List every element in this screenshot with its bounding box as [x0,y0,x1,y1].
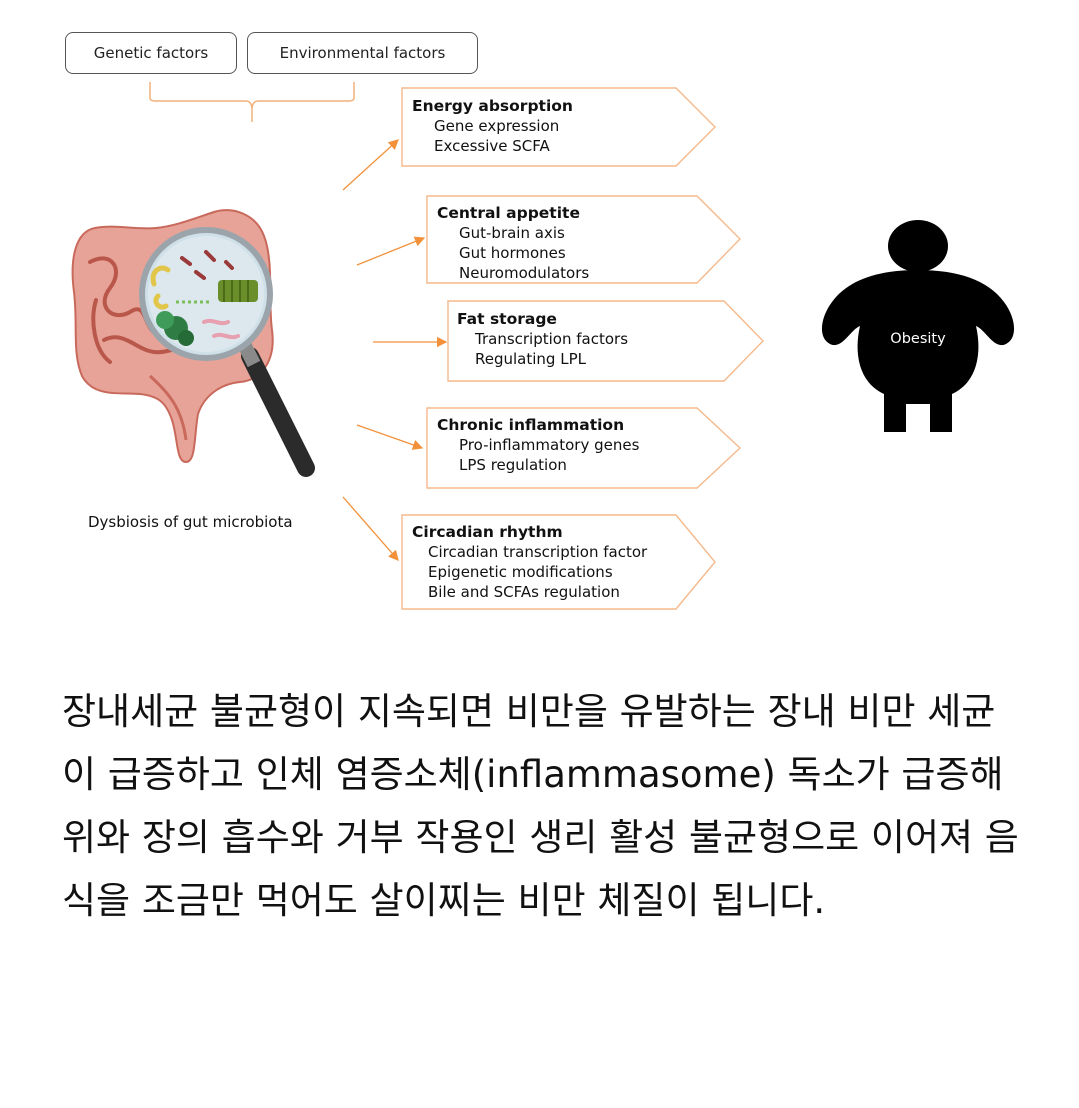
person-silhouette-icon [821,220,1015,432]
obesity-label: Obesity [890,331,946,347]
mechanism-item: Gene expression [434,117,560,135]
mechanism-box-inflammation [426,407,742,489]
mechanism-item: Pro-inflammatory genes [459,436,640,454]
description-paragraph: 장내세균 불균형이 지속되면 비만을 유발하는 장내 비만 세균이 급증하고 인… [62,690,1019,922]
mechanism-item: Circadian transcription factor [428,543,648,561]
mechanism-title: Circadian rhythm [412,523,563,541]
mechanism-box-energy [401,87,716,167]
magnifier-icon [139,227,315,477]
mechanism-item: Epigenetic modifications [428,563,613,581]
arrow-inflammation [356,424,424,450]
mechanism-item: LPS regulation [459,456,567,474]
mechanism-box-circadian [401,514,716,610]
mechanism-inflammation: Chronic inflammation Pro-inflammatory ge… [437,415,639,475]
mechanism-item: Neuromodulators [459,264,590,282]
gut-caption: Dysbiosis of gut microbiota [88,513,293,531]
mechanism-item: Transcription factors [475,330,629,348]
mechanism-box-fat [447,300,764,382]
gut-obesity-diagram: Genetic factors Environmental factors En… [65,32,1015,610]
arrow-circadian [342,496,399,561]
arrow-energy [342,139,399,191]
mechanism-appetite: Central appetite Gut-brain axis Gut horm… [437,203,589,283]
arrow-appetite [356,236,426,266]
mechanism-item: Excessive SCFA [434,137,550,155]
mechanism-energy: Energy absorption Gene expression Excess… [412,96,573,156]
factor-brace [149,82,355,111]
mechanism-circadian: Circadian rhythm Circadian transcription… [412,522,647,602]
genetic-factors-box: Genetic factors [65,32,237,74]
mechanism-box-appetite [426,195,741,284]
mechanism-fat-storage: Fat storage Transcription factors Regula… [457,309,628,369]
environmental-factors-box: Environmental factors [247,32,478,74]
diagram-canvas [71,82,1015,610]
mechanism-item: Gut hormones [459,244,566,262]
mechanism-title: Central appetite [437,204,580,222]
mechanism-item: Regulating LPL [475,350,586,368]
mechanism-title: Fat storage [457,310,557,328]
mechanism-item: Gut-brain axis [459,224,565,242]
mechanism-title: Chronic inflammation [437,416,625,434]
mechanism-item: Bile and SCFAs regulation [428,583,620,601]
mechanism-title: Energy absorption [412,97,573,115]
